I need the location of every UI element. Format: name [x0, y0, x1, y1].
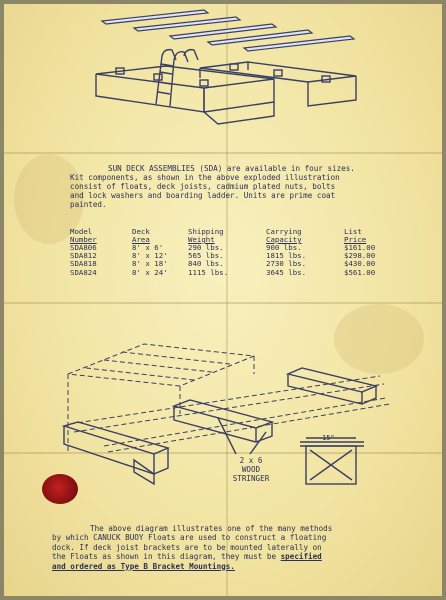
table-row: SDA812 8' x 12' 565 lbs. 1815 lbs. $298.… — [70, 251, 400, 261]
footer-line: The above diagram illustrates one of the… — [90, 524, 333, 533]
footer-paragraph: The above diagram illustrates one of the… — [52, 524, 402, 571]
cell-weight: 565 lbs. — [188, 251, 224, 261]
cell-area: 8' x 18' — [132, 259, 168, 269]
dock-float-back — [285, 367, 379, 405]
table-row: SDA818 8' x 18' 840 lbs. 2730 lbs. $430.… — [70, 260, 400, 268]
header-number: Number — [70, 235, 97, 244]
intro-line: and lock washers and boarding ladder. Un… — [70, 191, 336, 200]
intro-line: consist of floats, deck joists, cadmium … — [70, 182, 336, 191]
cell-price: $561.00 — [344, 267, 376, 277]
header-model: Model — [70, 227, 93, 236]
spec-table: Model Deck Shipping Carrying List Number… — [70, 228, 400, 277]
deck-boards-outline — [67, 343, 255, 452]
cell-weight: 1115 lbs. — [188, 267, 229, 277]
spec-header-row: Number Area Weight Capacity Price — [70, 236, 400, 244]
intro-line: SUN DECK ASSEMBLIES (SDA) are available … — [108, 164, 355, 173]
fold-line — [4, 452, 442, 454]
table-row: SDA806 8' x 6' 290 lbs. 900 lbs. $161.00 — [70, 243, 400, 252]
fold-line — [4, 302, 442, 304]
footer-line: and ordered as Type B Bracket Mountings. — [52, 561, 235, 571]
spec-header-row: Model Deck Shipping Carrying List — [70, 228, 400, 236]
cell-weight: 290 lbs. — [188, 243, 224, 252]
cell-area: 8' x 24' — [132, 267, 168, 277]
cell-price: $430.00 — [344, 259, 376, 269]
intro-line: painted. — [70, 200, 107, 209]
header-weight: Weight — [188, 235, 215, 244]
stringer-label-line: STRINGER — [232, 474, 270, 483]
stringer-label: 2 x 6 WOOD STRINGER — [226, 456, 276, 483]
cell-capacity: 2730 lbs. — [266, 259, 307, 269]
cell-price: $298.00 — [344, 251, 376, 261]
footer-line: dock. If deck joist brackets are to be m… — [52, 542, 322, 552]
cell-model: SDA818 — [70, 259, 97, 269]
cell-model: SDA812 — [70, 251, 97, 261]
cell-model: SDA806 — [70, 243, 97, 252]
header-carrying: Carrying — [266, 227, 302, 236]
intro-paragraph: SUN DECK ASSEMBLIES (SDA) are available … — [70, 164, 400, 209]
header-shipping: Shipping — [188, 227, 224, 236]
header-list: List — [344, 227, 362, 236]
fold-line — [4, 152, 442, 154]
cell-area: 8' x 12' — [132, 251, 168, 261]
cell-area: 8' x 6' — [132, 243, 164, 252]
stringer-pointer — [217, 417, 267, 455]
boarding-ladder — [155, 48, 199, 107]
floating-dock-diagram — [61, 343, 391, 486]
cell-capacity: 900 lbs. — [266, 243, 302, 252]
bracket-detail — [300, 437, 364, 485]
stringer-label-line: 2 x 6 — [239, 456, 263, 465]
dimension-label: 15" — [322, 434, 335, 442]
paper-stain — [14, 154, 84, 244]
paper-stain — [334, 304, 424, 374]
intro-line: Kit components, as shown in the above ex… — [70, 173, 340, 182]
footer-emphasis: specified — [280, 552, 322, 562]
cell-price: $161.00 — [344, 243, 376, 252]
header-price: Price — [344, 235, 367, 244]
header-deck: Deck — [132, 227, 150, 236]
fold-line — [226, 4, 228, 596]
exploded-assembly-illustration — [95, 9, 357, 125]
footer-line: by which CANUCK BUOY Floats are used to … — [52, 533, 327, 543]
deck-joists — [100, 9, 356, 52]
dock-float-front — [61, 421, 171, 486]
header-capacity: Capacity — [266, 235, 302, 244]
stringer-label-line: WOOD — [241, 465, 261, 474]
wax-seal-icon — [42, 474, 78, 504]
cell-capacity: 3645 lbs. — [266, 267, 307, 277]
joists — [69, 375, 391, 453]
footer-line: the Floats as shown in this diagram, the… — [52, 552, 277, 562]
dock-float-middle — [171, 399, 275, 443]
float-right — [199, 61, 357, 107]
cell-capacity: 1815 lbs. — [266, 251, 307, 261]
float-left — [95, 65, 275, 125]
table-row: SDA824 8' x 24' 1115 lbs. 3645 lbs. $561… — [70, 267, 400, 277]
cell-weight: 840 lbs. — [188, 259, 224, 269]
header-area: Area — [132, 235, 150, 244]
cell-model: SDA824 — [70, 267, 97, 277]
